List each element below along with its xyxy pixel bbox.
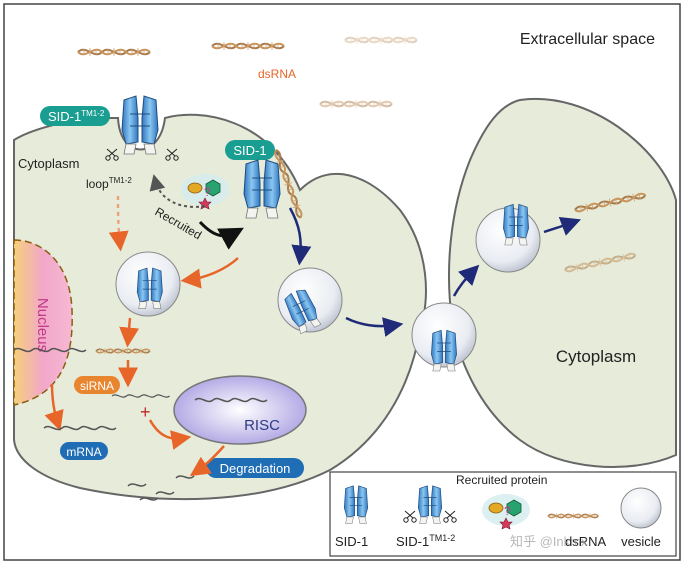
vesicle-1 bbox=[115, 251, 181, 317]
sid1-badge bbox=[225, 140, 275, 160]
arrow-loop-to-vesicle bbox=[108, 195, 129, 252]
plus-sign: + bbox=[140, 402, 151, 422]
legend-sid1-label: SID-1 bbox=[335, 534, 368, 549]
question-mark: ? bbox=[204, 185, 211, 199]
watermark: 知乎 @Inkmx bbox=[510, 534, 588, 549]
arrow-to-degradation bbox=[189, 445, 225, 477]
arrow-to-vesicle-3 bbox=[345, 316, 404, 337]
sid1-tm-badge-text: SID-1TM1-2 bbox=[48, 109, 105, 124]
arrow-vesicle-to-dsrna bbox=[119, 317, 140, 348]
mrna-badge bbox=[60, 442, 108, 460]
left-cell bbox=[13, 113, 427, 501]
vesicle-4 bbox=[475, 204, 541, 273]
arrow-recruited bbox=[198, 220, 244, 250]
nucleus-label: Nucleus bbox=[34, 298, 51, 352]
legend-dsrna-label: dsRNA bbox=[565, 534, 607, 549]
degraded-fragments bbox=[127, 475, 195, 501]
arrow-to-vesicle-1 bbox=[180, 257, 239, 289]
legend-vesicle-label: vesicle bbox=[621, 534, 661, 549]
dsrna-label: dsRNA bbox=[258, 67, 296, 81]
risc-complex bbox=[173, 375, 307, 445]
arrow-to-risc bbox=[148, 419, 192, 450]
sid1-badge-text: SID-1 bbox=[233, 143, 266, 158]
sirna-badge bbox=[74, 376, 120, 394]
risc-label: RISC bbox=[244, 417, 280, 434]
legend-vesicle-icon bbox=[620, 487, 662, 529]
vesicle-3 bbox=[411, 302, 477, 372]
sid1-tm-badge bbox=[40, 106, 110, 126]
legend-question-mark: ? bbox=[504, 504, 511, 518]
mrna-badge-text: mRNA bbox=[66, 445, 101, 459]
nucleus bbox=[13, 239, 73, 406]
legend-sid1-tm-label: SID-1TM1-2 bbox=[396, 533, 455, 549]
loop-label: loopTM1-2 bbox=[86, 176, 132, 191]
sirna-badge-text: siRNA bbox=[80, 379, 114, 393]
degradation-badge bbox=[206, 458, 304, 478]
right-cell bbox=[448, 97, 677, 468]
arrow-release bbox=[543, 217, 582, 236]
arrow-to-vesicle-4 bbox=[452, 264, 480, 297]
vesicle-2 bbox=[277, 267, 343, 335]
arrow-recruit-back bbox=[149, 174, 206, 208]
legend-recruited-label: Recruited protein bbox=[456, 473, 547, 487]
cytoplasm-left-label: Cytoplasm bbox=[18, 156, 79, 171]
arrow-nucleus-to-mrna bbox=[44, 383, 64, 432]
degradation-badge-text: Degradation bbox=[220, 461, 291, 476]
cytoplasm-right-label: Cytoplasm bbox=[556, 347, 636, 366]
extracellular-label: Extracellular space bbox=[520, 31, 655, 48]
arrow-to-vesicle-2 bbox=[288, 207, 312, 266]
